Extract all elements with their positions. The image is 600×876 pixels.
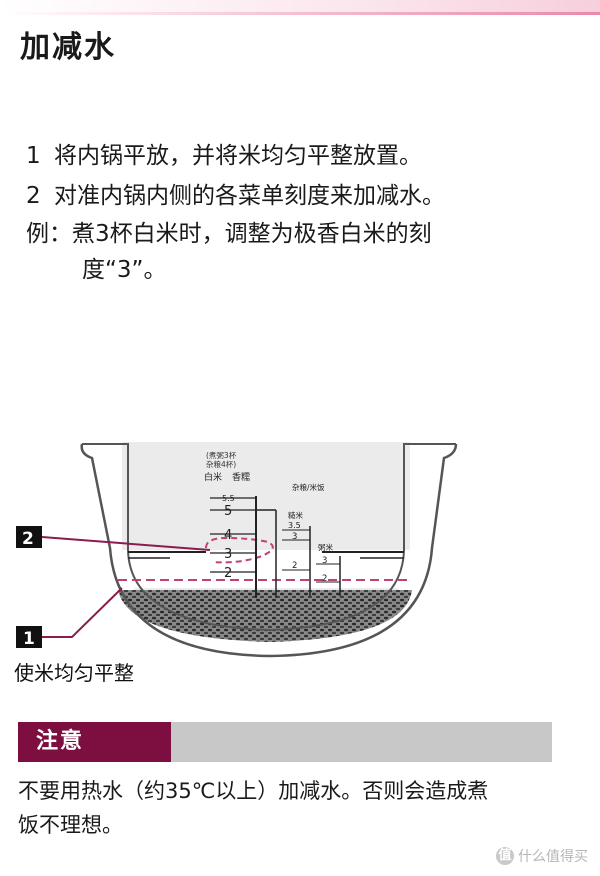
left-scale-label-5: 5 [224, 504, 232, 519]
left-scale-label-4: 4 [224, 528, 232, 543]
top-note-line-1: (煮粥3杯 [206, 450, 237, 460]
watermark-text: 什么值得买 [518, 849, 588, 865]
caption-level-rice: 使米均匀平整 [14, 661, 134, 685]
mid-scale-label-3-5: 3.5 [288, 521, 301, 530]
notice-text-line-2: 饭不理想。 [18, 813, 123, 837]
notice-header-bar: 注意 [18, 722, 552, 762]
callout-2-leader [41, 536, 211, 551]
callout-2-box [16, 526, 42, 548]
mid-scale-label-3: 3 [292, 532, 297, 542]
example-line-2: 度“3”。 [82, 257, 167, 283]
pot-outline [82, 443, 456, 632]
page-title: 加减水 [20, 30, 116, 65]
callout-1-number: 1 [23, 629, 35, 649]
instruction-list: 1 将内锅平放，并将米均匀平整放置。 2 对准内锅内侧的各菜单刻度来加减水。 例：煮… [26, 136, 586, 288]
watermark-logo-icon: 值 [496, 847, 514, 865]
callout-2-number: 2 [22, 529, 34, 549]
top-gradient-band [0, 0, 600, 12]
column-label-fragrant: 香糯 [232, 471, 250, 483]
callout-1-leader [42, 587, 123, 638]
right-column-label: 粥米 [318, 542, 333, 552]
rice-bed [118, 590, 412, 642]
column-label-white-rice: 白米 [204, 471, 222, 483]
mid-scale-label-2: 2 [292, 561, 297, 571]
callout-1-box [16, 626, 42, 648]
rice-cooker-diagram: (煮粥3杯 杂粮4杯) 白米 香糯 杂粮/米饭 糙米 粥米 5.5 5 4 3 … [14, 442, 458, 685]
step-2: 2 对准内锅内侧的各菜单刻度来加减水。 [26, 176, 586, 216]
pot-outer-wall [80, 443, 458, 658]
example-line-1: 例：煮3杯白米时，调整为极香白米的刻 [26, 221, 432, 247]
right-scale-label-2: 2 [322, 574, 327, 584]
left-scale-label-3: 3 [224, 547, 232, 562]
water-level-dashed-curve [205, 536, 274, 564]
notice-text-line-1: 不要用热水（约35℃以上）加减水。否则会造成煮 [18, 779, 489, 803]
left-scale-label-2: 2 [224, 566, 232, 581]
right-scale-label-3: 3 [322, 556, 327, 566]
notice-label: 注意 [18, 722, 171, 762]
example-text: 例：煮3杯白米时，调整为极香白米的刻 度“3”。 [26, 216, 586, 288]
mid-column-label: 糙米 [288, 510, 303, 520]
top-pink-rule [0, 12, 600, 15]
step-text: 对准内锅内侧的各菜单刻度来加减水。 [54, 183, 445, 209]
step-text: 将内锅平放，并将米均匀平整放置。 [54, 143, 422, 169]
right-header-label: 杂粮/米饭 [292, 482, 325, 492]
step-number: 1 [26, 143, 41, 169]
top-note-line-2: 杂粮4杯) [206, 459, 236, 469]
left-scale-label-5-5: 5.5 [222, 494, 235, 503]
water-area [123, 550, 409, 588]
notice-text: 不要用热水（约35℃以上）加减水。否则会造成煮 饭不理想。 [18, 774, 578, 842]
step-number: 2 [26, 183, 41, 209]
watermark: 值 什么值得买 [496, 846, 588, 866]
step-1: 1 将内锅平放，并将米均匀平整放置。 [26, 136, 586, 176]
